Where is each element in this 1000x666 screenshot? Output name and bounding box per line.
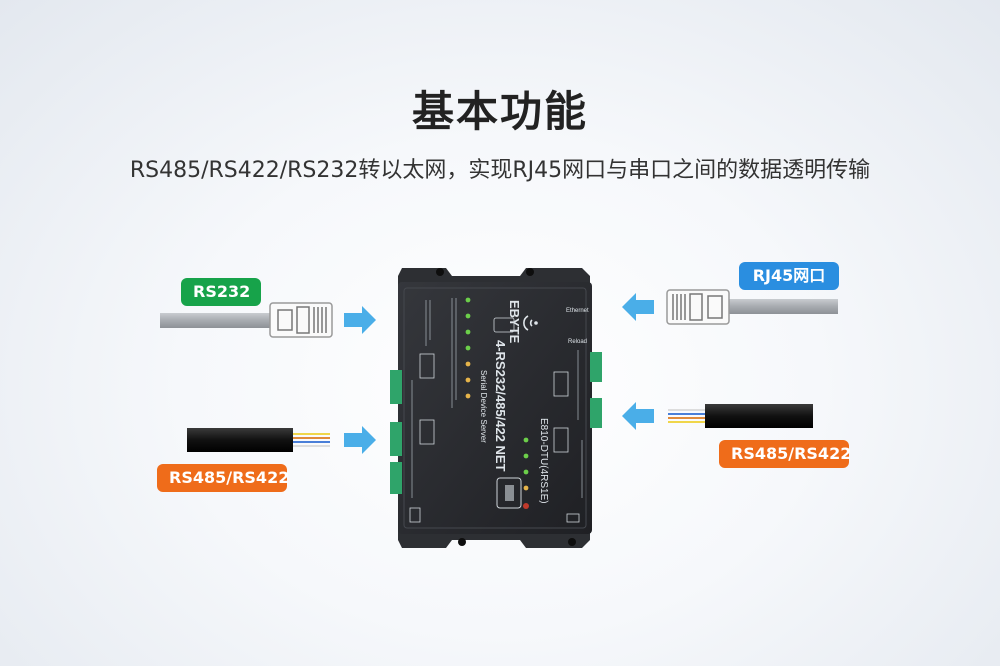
page-subtitle: RS485/RS422/RS232转以太网，实现RJ45网口与串口之间的数据透明… xyxy=(129,158,871,183)
reload-label: Reload xyxy=(568,339,587,345)
device-description: Serial Device Server xyxy=(479,370,488,443)
rs485-right-cable xyxy=(668,404,813,428)
arrow-right-icon xyxy=(344,426,376,454)
rj45-cable xyxy=(666,289,838,325)
rs485-left-label: RS485/RS422 xyxy=(157,464,289,492)
arrow-left-icon xyxy=(622,402,654,430)
rs485-right-label: RS485/RS422 xyxy=(719,440,851,468)
rs232-label: RS232 xyxy=(181,278,261,306)
device-model-line: 4-RS232/485/422 NET xyxy=(493,340,508,472)
arrow-right-icon xyxy=(344,306,376,334)
page-title: 基本功能 xyxy=(411,87,588,136)
rj45-label: RJ45网口 xyxy=(739,262,839,290)
serial-device-server: EBYTE 4-RS232/485/422 NET Serial Device … xyxy=(390,268,602,548)
ethernet-port-label: Ethernet xyxy=(566,308,589,314)
device-model-code: E810-DTU(4RS1E) xyxy=(538,418,549,504)
rs232-cable xyxy=(160,302,333,338)
rs485-left-cable xyxy=(187,428,330,452)
device-brand: EBYTE xyxy=(507,300,522,344)
arrow-left-icon xyxy=(622,293,654,321)
